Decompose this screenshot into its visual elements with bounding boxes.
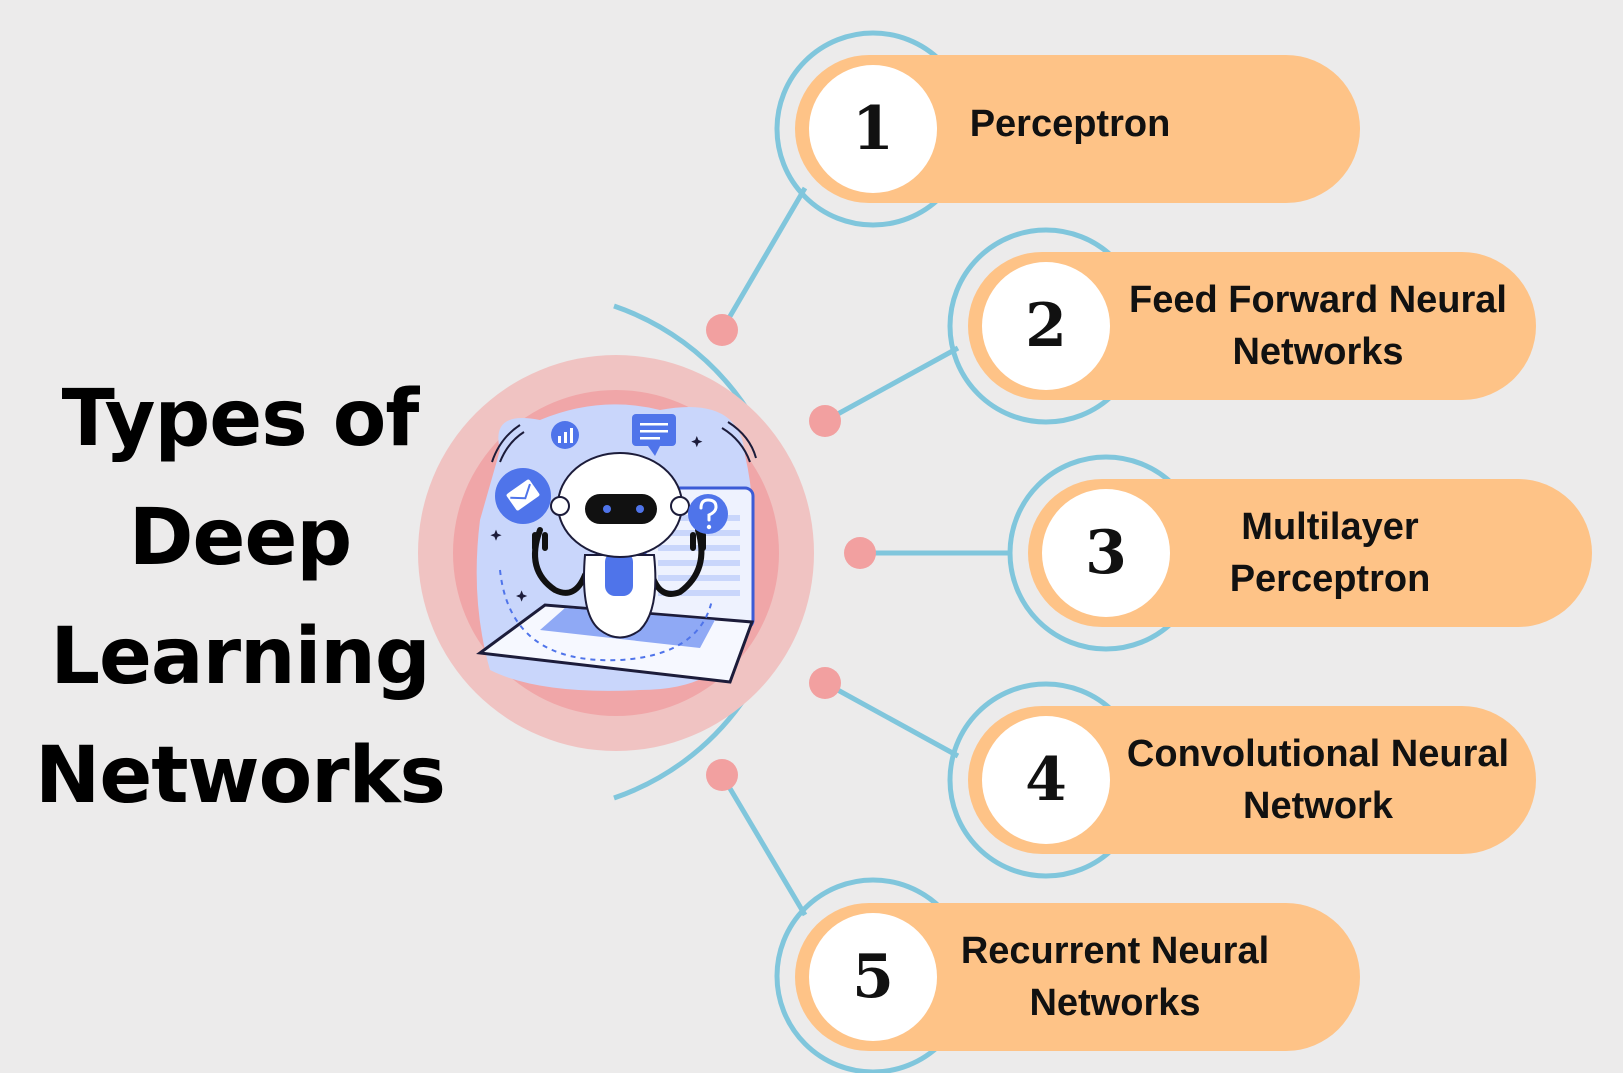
arc-nodes	[706, 314, 876, 791]
robot-icon	[532, 452, 706, 639]
item-number-circle: 2	[982, 262, 1110, 390]
arc-node-4	[809, 667, 841, 699]
title-line-4: Networks	[35, 731, 446, 821]
item-label-line-2: Network	[1243, 785, 1393, 827]
item-label-line-2: Networks	[1029, 982, 1201, 1024]
arc-node-1	[706, 314, 738, 346]
item-number: 2	[1025, 291, 1067, 361]
connector-4	[823, 680, 960, 759]
connector-1	[719, 186, 808, 332]
item-number: 3	[1085, 518, 1127, 588]
item-number-circle: 4	[982, 716, 1110, 844]
arc-node-5	[706, 759, 738, 791]
item-label: Multilayer Perceptron	[1170, 479, 1490, 627]
arc-node-2	[809, 405, 841, 437]
item-number: 4	[1025, 745, 1067, 815]
item-number: 5	[852, 942, 894, 1012]
connector-lines	[719, 186, 1012, 917]
motion-marks	[491, 421, 757, 463]
item-label-line-1: Feed Forward Neural	[1129, 279, 1507, 321]
connector-5	[719, 773, 808, 917]
item-label-line-1: Perceptron	[969, 103, 1171, 145]
item-number: 1	[852, 94, 894, 164]
item-number-circle: 3	[1042, 489, 1170, 617]
bar-chart-icon	[551, 421, 579, 449]
item-label: Convolutional Neural Network	[1108, 706, 1528, 854]
arc-node-3	[844, 537, 876, 569]
title-line-2: Deep	[128, 493, 352, 583]
item-number-circle: 1	[809, 65, 937, 193]
item-label-line-2: Networks	[1232, 331, 1404, 373]
title-line-1: Types of	[61, 374, 420, 464]
connector-2	[823, 345, 960, 424]
item-label-line-1: Recurrent Neural	[960, 930, 1270, 972]
item-label-line-2: Perceptron	[1229, 558, 1431, 600]
central-illustration	[418, 355, 814, 751]
sparkles	[490, 436, 703, 602]
question-mark-icon	[688, 494, 728, 534]
envelope-icon	[495, 468, 551, 524]
title-line-3: Learning	[50, 612, 430, 702]
item-label-line-1: Multilayer	[1241, 506, 1419, 548]
item-label: Recurrent Neural Networks	[940, 903, 1290, 1051]
chat-bubble-icon	[632, 414, 676, 456]
item-number-circle: 5	[809, 913, 937, 1041]
item-label: Perceptron	[940, 55, 1200, 193]
item-label: Feed Forward Neural Networks	[1118, 252, 1518, 400]
diagram-title: Types of Deep Learning Networks	[20, 360, 460, 836]
item-label-line-1: Convolutional Neural	[1126, 733, 1510, 775]
